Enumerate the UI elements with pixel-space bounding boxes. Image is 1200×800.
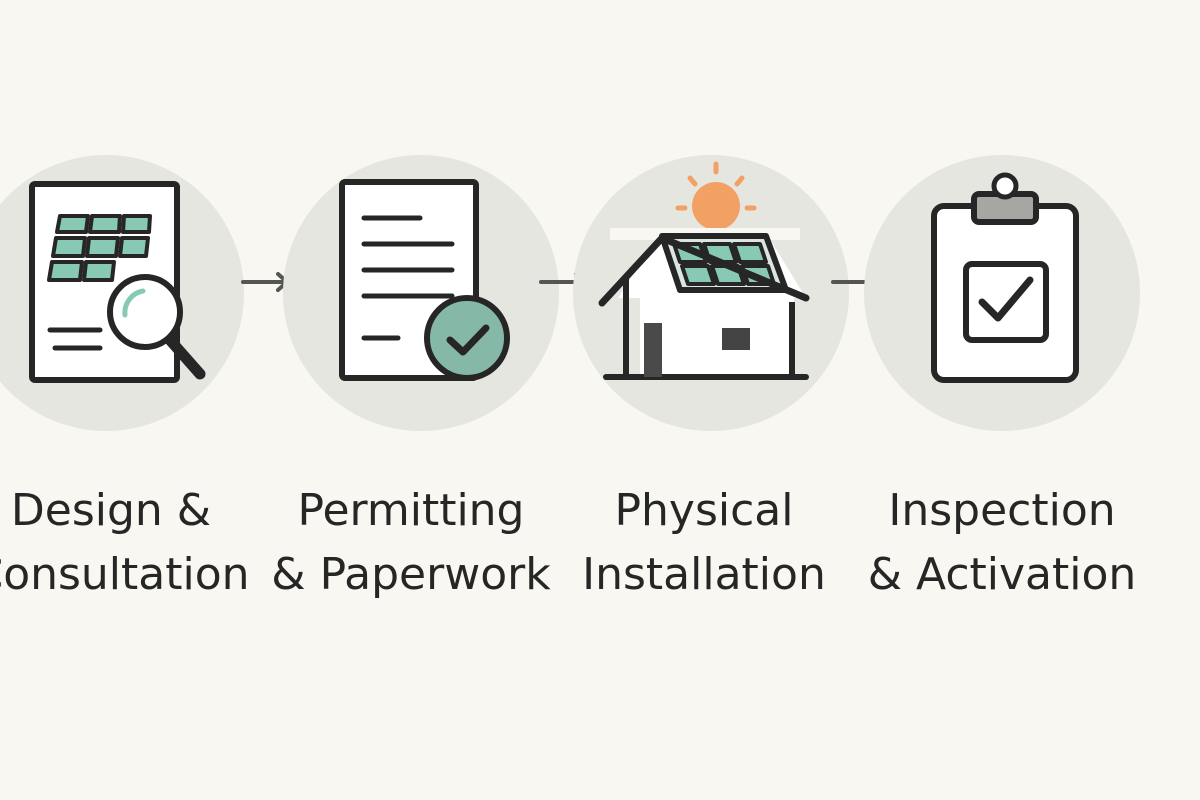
step-label-installation: Physical Installation bbox=[534, 479, 874, 607]
clipboard-check-icon bbox=[931, 172, 1079, 383]
step-label-line: Installation bbox=[582, 549, 826, 600]
document-search-icon bbox=[29, 181, 206, 383]
step-label-line: Design & bbox=[10, 485, 212, 536]
step-label-design: Design & Consultation bbox=[0, 479, 281, 607]
step-label-line: & Paperwork bbox=[271, 549, 551, 600]
solar-house-icon bbox=[598, 161, 810, 380]
step-label-line: & Activation bbox=[867, 549, 1137, 600]
step-label-line: Inspection bbox=[888, 485, 1116, 536]
step-label-line: Consultation bbox=[0, 549, 250, 600]
step-label-line: Physical bbox=[614, 485, 794, 536]
step-label-line: Permitting bbox=[297, 485, 525, 536]
step-label-inspection: Inspection & Activation bbox=[832, 479, 1172, 607]
document-check-icon bbox=[339, 179, 510, 381]
step-label-permitting: Permitting & Paperwork bbox=[241, 479, 581, 607]
